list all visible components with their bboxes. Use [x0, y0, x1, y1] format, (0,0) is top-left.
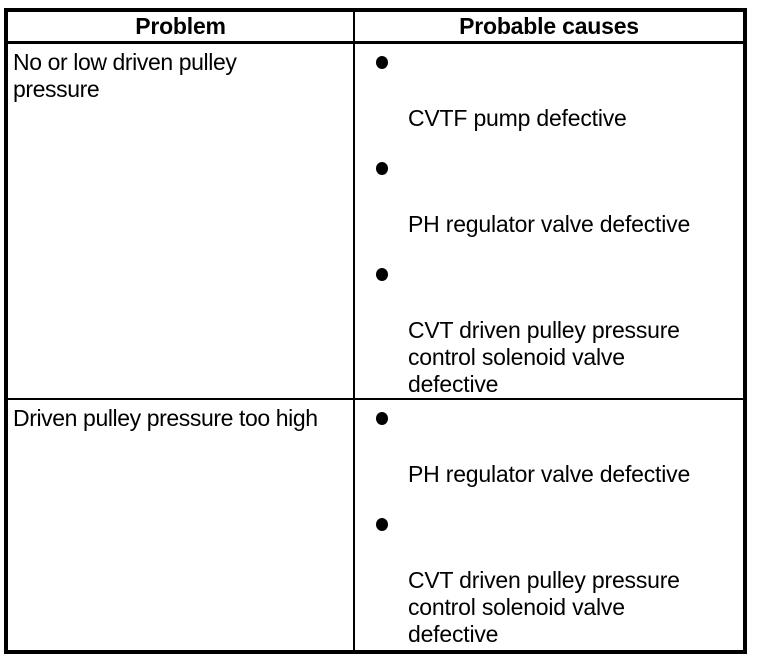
troubleshooting-table: Problem Probable causes No or low driven… [4, 8, 747, 654]
cause-text: CVTF pump defective [408, 105, 735, 132]
cause-line: CVT driven pulley pressure [408, 567, 680, 593]
column-header-problem: Problem [8, 12, 355, 44]
cause-text: CVT driven pulley pressure control solen… [408, 317, 735, 398]
table-row: Driven pulley pressure too high PH regul… [8, 400, 743, 650]
cause-line: CVTF pump defective [408, 105, 627, 131]
column-header-probable-causes: Probable causes [355, 12, 743, 44]
problem-cell: No or low driven pulley pressure [8, 44, 355, 400]
causes-cell: PH regulator valve defective CVT driven … [355, 400, 743, 650]
cause-line: control solenoid valve [408, 344, 625, 370]
bullet-icon [376, 518, 388, 531]
bullet-icon [376, 56, 388, 69]
cause-item: CVT driven pulley pressure control solen… [355, 518, 743, 648]
problem-cell: Driven pulley pressure too high [8, 400, 355, 650]
cause-item: PH regulator valve defective [355, 412, 743, 488]
cause-item: CVT driven pulley pressure control solen… [355, 268, 743, 398]
cause-item: CVTF pump defective [355, 56, 743, 132]
bullet-icon [376, 412, 388, 425]
cause-line: defective [408, 371, 499, 397]
cause-item: PH regulator valve defective [355, 162, 743, 238]
cause-line: CVT driven pulley pressure [408, 317, 680, 343]
cause-line: defective [408, 621, 499, 647]
causes-cell: CVTF pump defective PH regulator valve d… [355, 44, 743, 400]
cause-line: control solenoid valve [408, 594, 625, 620]
table-row: No or low driven pulley pressure CVTF pu… [8, 44, 743, 400]
problem-line: pressure [13, 76, 100, 102]
table-header-row: Problem Probable causes [8, 12, 743, 44]
cause-text: CVT driven pulley pressure control solen… [408, 567, 735, 648]
problem-text: Driven pulley pressure too high [8, 400, 353, 432]
problem-line: Driven pulley pressure too high [13, 405, 318, 431]
cause-text: PH regulator valve defective [408, 211, 735, 238]
bullet-icon [376, 162, 388, 175]
cause-line: PH regulator valve defective [408, 461, 691, 487]
cause-text: PH regulator valve defective [408, 461, 735, 488]
problem-line: No or low driven pulley [13, 49, 237, 75]
cause-line: PH regulator valve defective [408, 211, 691, 237]
problem-text: No or low driven pulley pressure [8, 44, 353, 103]
bullet-icon [376, 268, 388, 281]
